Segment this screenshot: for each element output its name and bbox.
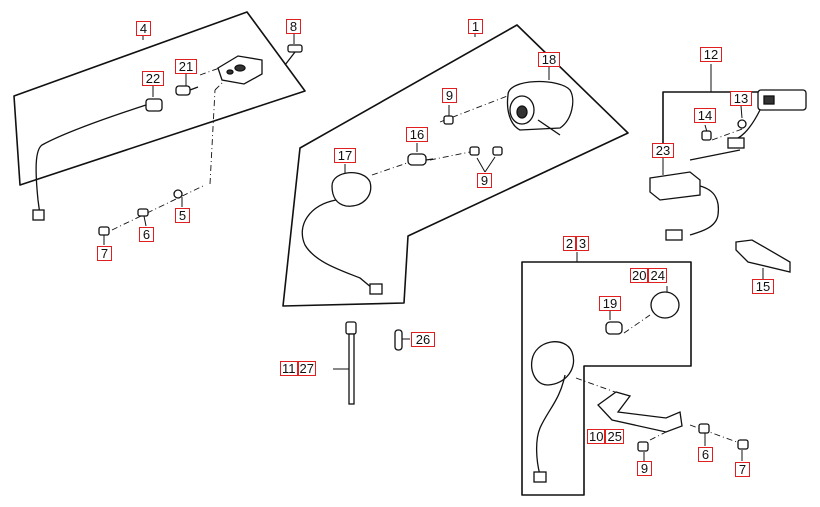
part-18-housing xyxy=(506,80,574,136)
callout-6-right[interactable]: 6 xyxy=(698,447,713,462)
callout-25: 25 xyxy=(605,429,624,444)
callout-2: 2 xyxy=(563,236,576,251)
part-13-grommet xyxy=(737,119,747,129)
callout-21[interactable]: 21 xyxy=(175,59,197,74)
callout-1[interactable]: 1 xyxy=(468,19,483,34)
part-15-bracket xyxy=(735,239,791,273)
callout-15[interactable]: 15 xyxy=(752,279,774,294)
part-16-bulb xyxy=(407,153,434,166)
part-9-screw-a xyxy=(443,115,454,125)
part-12-module xyxy=(727,89,807,149)
part-6-nut-b xyxy=(698,423,710,434)
callout-18[interactable]: 18 xyxy=(538,52,560,67)
callout-11: 11 xyxy=(280,361,298,376)
callout-13[interactable]: 13 xyxy=(730,91,752,106)
part-9-screw-d xyxy=(637,441,649,452)
part-6-nut xyxy=(137,208,149,217)
part-5-washer xyxy=(173,189,183,199)
group-2-3-outline xyxy=(521,261,692,496)
part-9-screw-c xyxy=(492,146,503,156)
callout-10: 10 xyxy=(587,429,606,444)
group-1-outline xyxy=(282,24,629,307)
callout-9-c[interactable]: 9 xyxy=(637,461,652,476)
callout-23[interactable]: 23 xyxy=(652,143,674,158)
callout-27: 27 xyxy=(297,361,316,376)
part-2-3-lamp xyxy=(530,341,575,483)
callout-24: 24 xyxy=(648,268,667,283)
part-19-bulb xyxy=(605,321,623,335)
part-23-control-box xyxy=(649,149,741,241)
callout-17[interactable]: 17 xyxy=(334,148,356,163)
callout-16[interactable]: 16 xyxy=(406,127,428,142)
callout-12[interactable]: 12 xyxy=(700,47,722,62)
callout-4[interactable]: 4 xyxy=(136,21,151,36)
group-4-outline xyxy=(13,11,306,186)
part-22-socket xyxy=(32,98,163,221)
callout-9-b[interactable]: 9 xyxy=(477,173,492,188)
callout-7-right[interactable]: 7 xyxy=(735,462,750,477)
callout-22[interactable]: 22 xyxy=(142,71,164,86)
part-10-25-bracket xyxy=(597,391,683,433)
part-8-bolt xyxy=(284,44,303,66)
callout-14[interactable]: 14 xyxy=(694,108,716,123)
part-14-fastener xyxy=(701,130,712,141)
part-9-screw-b xyxy=(469,146,480,156)
part-7-nut-b xyxy=(737,439,749,450)
part-11-27-cable-tie xyxy=(345,321,357,405)
part-20-24-lens xyxy=(650,291,680,319)
callout-20: 20 xyxy=(630,268,649,283)
group-12-bracket xyxy=(662,91,772,143)
callout-9-a[interactable]: 9 xyxy=(442,88,457,103)
callout-3: 3 xyxy=(576,236,589,251)
callout-7-left[interactable]: 7 xyxy=(97,246,112,261)
part-7-nut xyxy=(98,226,110,236)
callout-6-left[interactable]: 6 xyxy=(139,227,154,242)
part-21-bulb xyxy=(175,85,199,96)
plate-housing xyxy=(217,55,263,85)
callout-5[interactable]: 5 xyxy=(175,208,190,223)
callout-8[interactable]: 8 xyxy=(286,19,301,34)
part-17-lens xyxy=(301,172,383,295)
callout-19[interactable]: 19 xyxy=(599,296,621,311)
callout-26[interactable]: 26 xyxy=(411,332,435,347)
part-26-clip xyxy=(394,329,403,351)
